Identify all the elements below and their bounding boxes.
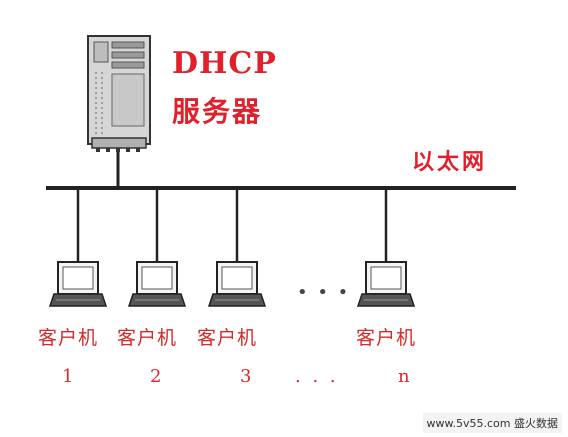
client-label-n: 客户机 <box>356 327 417 349</box>
client-number-n: n <box>398 366 410 387</box>
client-number-2: 2 <box>150 366 162 387</box>
client-number-1: 1 <box>62 366 74 387</box>
ellipsis-bottom: . . . <box>295 366 339 387</box>
laptop-icon <box>48 261 108 307</box>
watermark: www.5v55.com 盛火数据 <box>422 413 562 433</box>
laptop-icon <box>127 261 187 307</box>
client-label-3: 客户机 <box>197 327 258 349</box>
client-number-3: 3 <box>240 366 252 387</box>
ellipsis-middle: • • • <box>297 282 351 303</box>
laptop-icon <box>356 261 416 307</box>
server-subtitle: 服务器 <box>172 95 263 128</box>
laptop-icon <box>207 261 267 307</box>
network-label: 以太网 <box>412 149 488 175</box>
client-label-2: 客户机 <box>117 327 178 349</box>
server-icon <box>87 35 151 152</box>
client-label-1: 客户机 <box>38 327 99 349</box>
server-title: DHCP <box>172 46 277 81</box>
